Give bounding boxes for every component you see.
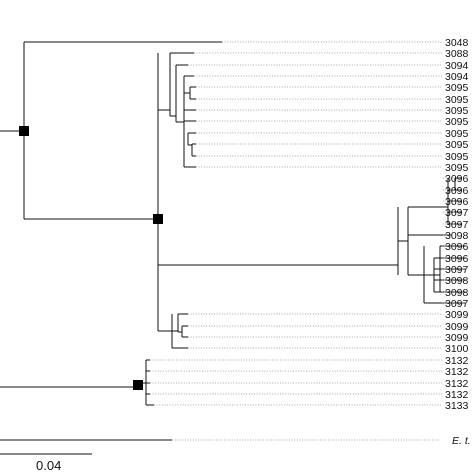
leaf-label: 3095 bbox=[445, 94, 469, 106]
leaf-label: 3100 bbox=[445, 343, 469, 355]
leaf-label: 3132 bbox=[445, 355, 469, 367]
leaf-label: 3132 bbox=[445, 389, 469, 401]
leaf-label: 3094 bbox=[445, 71, 469, 83]
leaf-label: 3095 bbox=[445, 128, 469, 140]
node-marker bbox=[153, 214, 163, 224]
leaf-labels: 3048308830943094309530953095309530953095… bbox=[445, 37, 471, 447]
leaf-label: 3099 bbox=[445, 309, 469, 321]
leaf-label: 3097 bbox=[445, 219, 469, 231]
leaf-label: 3095 bbox=[445, 151, 469, 163]
leaf-label: 3097 bbox=[445, 264, 469, 276]
leaf-label: 3096 bbox=[445, 241, 469, 253]
leaf-label: 3098 bbox=[445, 230, 469, 242]
leaf-label: E. t. bbox=[452, 435, 471, 447]
node-marker bbox=[133, 380, 143, 390]
leaf-label: 3095 bbox=[445, 139, 469, 151]
leaf-label: 3097 bbox=[445, 207, 469, 219]
leaf-label: 3099 bbox=[445, 321, 469, 333]
leaf-label: 3095 bbox=[445, 82, 469, 94]
leaf-guide-lines bbox=[150, 41, 466, 441]
leaf-label: 3096 bbox=[445, 196, 469, 208]
leaf-label: 3048 bbox=[445, 37, 469, 49]
scale-bar-label: 0.04 bbox=[36, 458, 61, 473]
leaf-label: 3095 bbox=[445, 105, 469, 117]
leaf-label: 3095 bbox=[445, 116, 469, 128]
tree-branches bbox=[0, 41, 466, 441]
leaf-label: 3096 bbox=[445, 185, 469, 197]
leaf-label: 3098 bbox=[445, 275, 469, 287]
node-markers bbox=[19, 126, 163, 390]
leaf-label: 3096 bbox=[445, 253, 469, 265]
leaf-label: 3132 bbox=[445, 378, 469, 390]
node-marker bbox=[19, 126, 29, 136]
leaf-label: 3098 bbox=[445, 287, 469, 299]
leaf-label: 3088 bbox=[445, 48, 469, 60]
leaf-label: 3096 bbox=[445, 173, 469, 185]
leaf-label: 3132 bbox=[445, 366, 469, 378]
scale-bar: 0.04 bbox=[0, 453, 92, 473]
leaf-label: 3133 bbox=[445, 400, 469, 412]
leaf-label: 3095 bbox=[445, 162, 469, 174]
leaf-label: 3099 bbox=[445, 332, 469, 344]
leaf-label: 3097 bbox=[445, 298, 469, 310]
leaf-label: 3094 bbox=[445, 60, 469, 72]
